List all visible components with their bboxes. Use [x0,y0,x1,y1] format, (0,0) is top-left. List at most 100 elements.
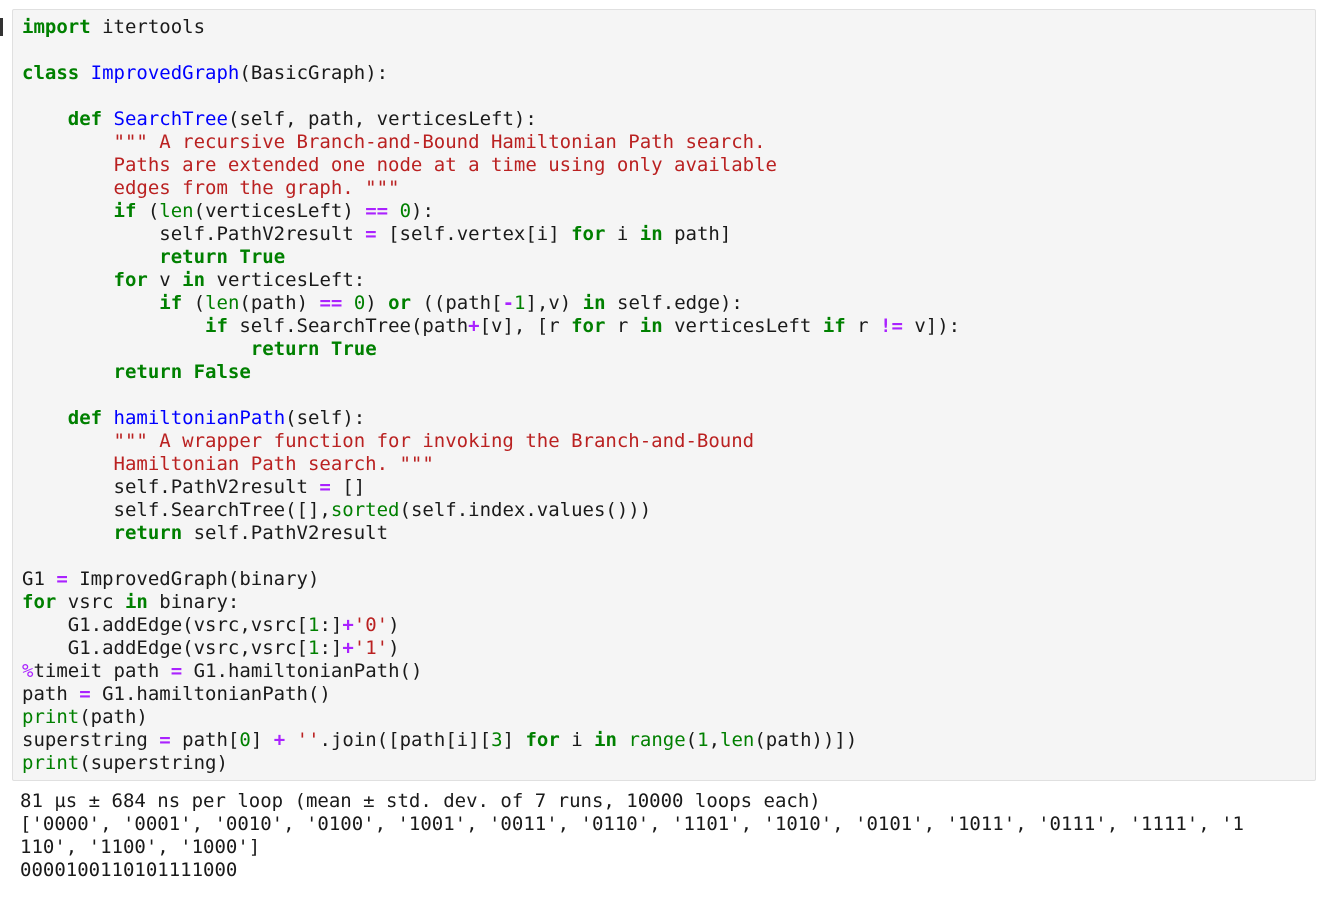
output-line: 0000100110101111000 [20,859,238,881]
code-token: path [22,683,80,705]
code-token: v]): [902,315,961,337]
code-token: ): [411,200,434,222]
code-token: ImprovedGraph(binary) [67,568,320,590]
code-token: print [22,706,80,728]
code-token: i [605,223,640,245]
code-token: :] [319,614,343,636]
code-token: % [22,660,34,682]
code-token: in [124,591,148,613]
code-line: return self.PathV2result [22,522,1315,545]
code-token: path[ [170,729,240,751]
code-token: r [605,315,640,337]
code-token [617,729,628,751]
code-token: == [365,200,389,222]
code-line [22,545,1315,568]
code-line: self.SearchTree([],sorted(self.index.val… [22,499,1315,522]
code-token: (self.index.values())) [399,499,652,521]
code-token [228,246,239,268]
code-token: ] [250,729,274,751]
code-token: import [22,16,91,38]
code-line: """ A recursive Branch-and-Bound Hamilto… [22,131,1315,154]
code-line: import itertools [22,16,1315,39]
code-token: ) [365,292,389,314]
code-token: = [79,683,91,705]
code-token: ) [388,614,400,636]
code-token: ],v) [525,292,583,314]
output-line: 110', '1100', '1000'] [20,836,261,858]
code-token [22,108,68,130]
code-token: (BasicGraph): [239,62,389,84]
code-token: == [319,292,343,314]
code-token: for [571,315,606,337]
code-token: 1 [307,614,320,636]
output-line: ['0000', '0001', '0010', '0100', '1001',… [20,813,1244,835]
code-line: G1 = ImprovedGraph(binary) [22,568,1315,591]
code-token: self.PathV2result [182,522,389,544]
code-token: Hamiltonian Path search. """ [22,453,434,475]
code-token: binary: [147,591,240,613]
code-token: + [342,614,354,636]
code-token: (path) [79,706,148,728]
code-token [22,269,114,291]
code-line: self.PathV2result = [self.vertex[i] for … [22,223,1315,246]
code-token: (self): [285,407,366,429]
code-token: (verticesLeft) [193,200,366,222]
code-cell-input[interactable]: import itertools class ImprovedGraph(Bas… [12,9,1316,781]
code-token: ( [136,200,160,222]
code-token: return [250,338,320,360]
code-token: 3 [491,729,503,751]
code-token: - [502,292,515,314]
code-line [22,85,1315,108]
code-token: [v], [r [479,315,572,337]
code-token [182,361,193,383]
code-line: if (len(path) == 0) or ((path[-1],v) in … [22,292,1315,315]
code-token: + [342,637,354,659]
code-token: , [708,729,721,751]
code-token: (superstring) [79,752,228,774]
code-token [22,315,205,337]
code-token: 0 [399,200,412,222]
code-token: :] [319,637,343,659]
code-token: '0' [353,614,389,636]
code-token: G1.hamiltonianPath() [90,683,331,705]
code-token: True [330,338,377,360]
code-token: hamiltonianPath [113,407,286,429]
code-line: Paths are extended one node at a time us… [22,154,1315,177]
code-line: Hamiltonian Path search. """ [22,453,1315,476]
code-token: path] [662,223,732,245]
code-token: vsrc [56,591,125,613]
output-line: 81 µs ± 684 ns per loop (mean ± std. dev… [20,790,821,812]
code-token: = [159,729,171,751]
code-token: if [159,292,183,314]
code-token: for [22,591,57,613]
code-token: SearchTree [113,108,228,130]
code-line: self.PathV2result = [] [22,476,1315,499]
code-token: itertools [90,16,206,38]
code-token: (self, path, verticesLeft): [227,108,537,130]
code-token: i [559,729,595,751]
code-token: """ A wrapper function for invoking the … [22,430,755,452]
code-token: len [205,292,240,314]
code-token: + [273,729,286,751]
code-token: 0 [353,292,366,314]
code-token: def [67,108,103,130]
code-line: %timeit path = G1.hamiltonianPath() [22,660,1315,683]
code-token: (path) [239,292,320,314]
code-token: G1 [22,568,57,590]
code-line: class ImprovedGraph(BasicGraph): [22,62,1315,85]
code-line: G1.addEdge(vsrc,vsrc[1:]+'1') [22,637,1315,660]
cell-output: 81 µs ± 684 ns per loop (mean ± std. dev… [20,790,1330,882]
code-line: def SearchTree(self, path, verticesLeft)… [22,108,1315,131]
code-token: Paths are extended one node at a time us… [22,154,777,176]
code-token: ( [182,292,206,314]
code-token: in [594,729,617,751]
code-token: v [147,269,183,291]
code-token: ] [502,729,526,751]
code-token [388,200,399,222]
code-token: + [468,315,480,337]
code-token: superstring [22,729,160,751]
code-token: in [639,315,663,337]
code-editor[interactable]: import itertools class ImprovedGraph(Bas… [22,16,1315,775]
code-token: True [239,246,286,268]
code-token: for [525,729,560,751]
